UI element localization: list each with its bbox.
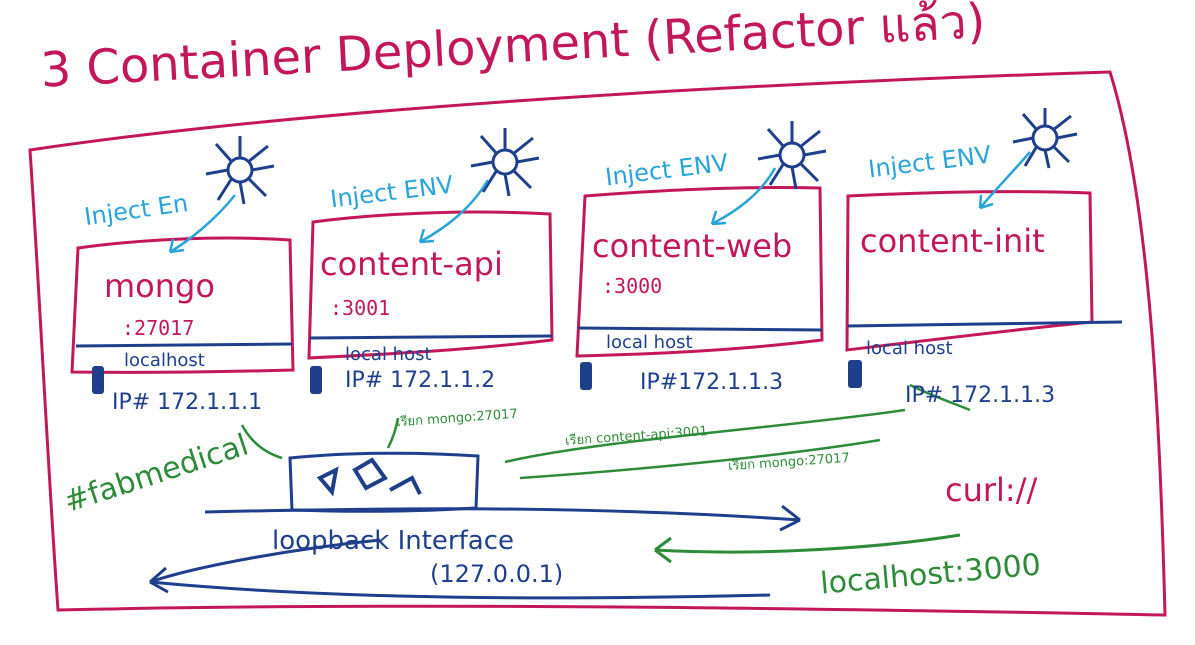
container-ip-content-web: IP#172.1.1.3 (640, 370, 784, 395)
loopback-address: (127.0.0.1) (430, 560, 564, 588)
container-port-content-web: :3000 (602, 274, 663, 298)
docker-network-icon (316, 457, 422, 497)
container-name-content-api: content-api (320, 245, 503, 283)
connection-lines (240, 383, 971, 480)
environment-frame (28, 70, 1167, 617)
kubernetes-icon (1012, 108, 1078, 169)
container-name-content-init: content-init (860, 222, 1045, 260)
docker-network-box (288, 451, 480, 513)
kubernetes-icon (470, 128, 540, 197)
network-port-icon (92, 360, 862, 394)
client-command: curl:// (945, 471, 1038, 509)
inject-arrows (168, 151, 1031, 254)
loopback-arrows (149, 504, 801, 600)
container-name-content-web: content-web (592, 227, 793, 265)
client-arrow (654, 533, 961, 564)
container-ip-content-init: IP# 172.1.1.3 (905, 383, 1056, 408)
container-box-content-init (845, 190, 1123, 352)
container-port-mongo: :27017 (122, 316, 195, 340)
loopback-label: loopback Interface (272, 526, 514, 556)
container-name-mongo: mongo (104, 267, 215, 305)
container-host-content-api: local host (345, 344, 432, 365)
container-port-content-api: :3001 (330, 296, 391, 320)
container-box-mongo (70, 236, 295, 374)
container-host-mongo: localhost (124, 350, 205, 371)
kubernetes-icon (205, 136, 275, 205)
container-host-content-web: local host (606, 332, 693, 353)
container-box-content-api (307, 210, 554, 360)
container-ip-content-api: IP# 172.1.1.2 (345, 368, 496, 393)
container-ip-mongo: IP# 172.1.1.1 (112, 390, 263, 415)
kubernetes-icon (757, 121, 827, 190)
container-box-content-web (575, 185, 824, 358)
container-host-content-init: local host (866, 338, 953, 359)
